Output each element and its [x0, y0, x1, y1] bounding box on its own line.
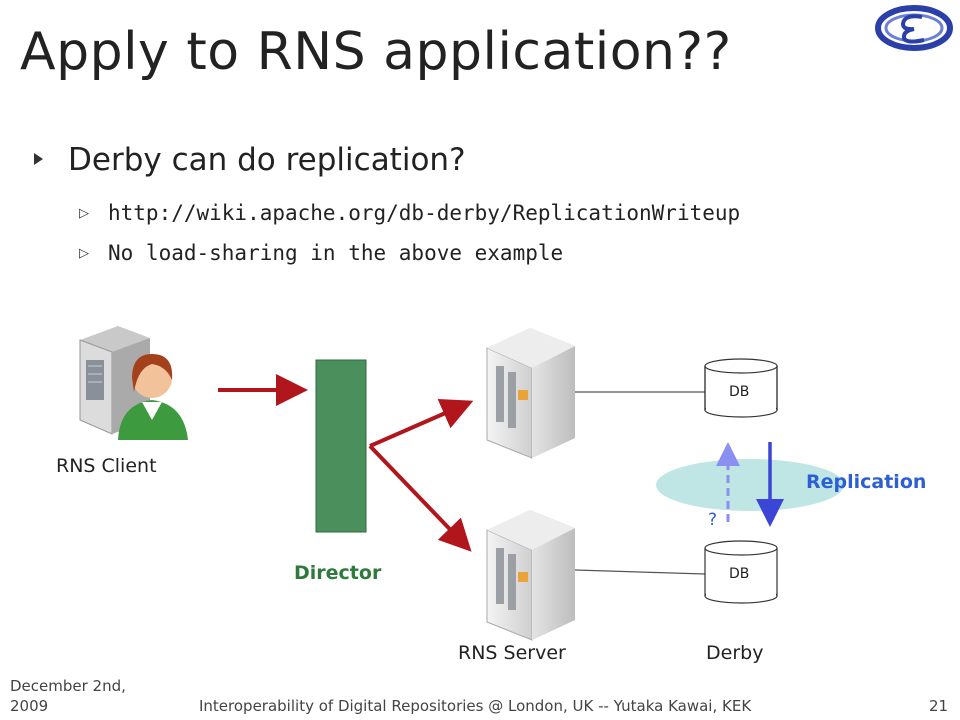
- page-number: 21: [929, 697, 949, 715]
- director-label: Director: [294, 562, 382, 584]
- rns-server-label: RNS Server: [458, 642, 566, 664]
- director-box: [315, 359, 367, 533]
- replication-label: Replication: [806, 471, 927, 493]
- rns-client-label: RNS Client: [56, 455, 157, 477]
- client-computer-icon: [79, 326, 188, 440]
- db-bottom-label: DB: [729, 566, 750, 582]
- footer-date-line1: December 2nd,: [10, 677, 126, 695]
- sub-bullet-text: No load-sharing in the above example: [108, 241, 564, 265]
- director-to-server-bottom-arrow: [368, 444, 472, 552]
- kek-logo: [875, 5, 953, 51]
- derby-label: Derby: [706, 642, 764, 664]
- db-bottom-cylinder: [704, 540, 778, 604]
- main-bullet: Derby can do replication?: [68, 142, 466, 178]
- footer-date-line2: 2009: [10, 697, 49, 715]
- rns-server-bottom-icon: [486, 510, 575, 641]
- server-db-link-bottom: [574, 569, 706, 575]
- sub-bullet-marker: ▷: [79, 246, 89, 261]
- sub-bullet-link[interactable]: http://wiki.apache.org/db-derby/Replicat…: [108, 201, 741, 225]
- bullet-marker: [34, 153, 43, 165]
- db-top-label: DB: [729, 384, 750, 400]
- question-mark-label: ?: [708, 510, 718, 530]
- slide-title: Apply to RNS application??: [20, 22, 732, 82]
- replication-ellipse: [656, 459, 844, 511]
- director-to-server-top-arrow: [369, 398, 474, 448]
- db-top-cylinder: [704, 358, 778, 418]
- rns-server-top-icon: [486, 328, 575, 459]
- sub-bullet-marker: ▷: [79, 206, 89, 221]
- footer-center: Interoperability of Digital Repositories…: [199, 697, 752, 715]
